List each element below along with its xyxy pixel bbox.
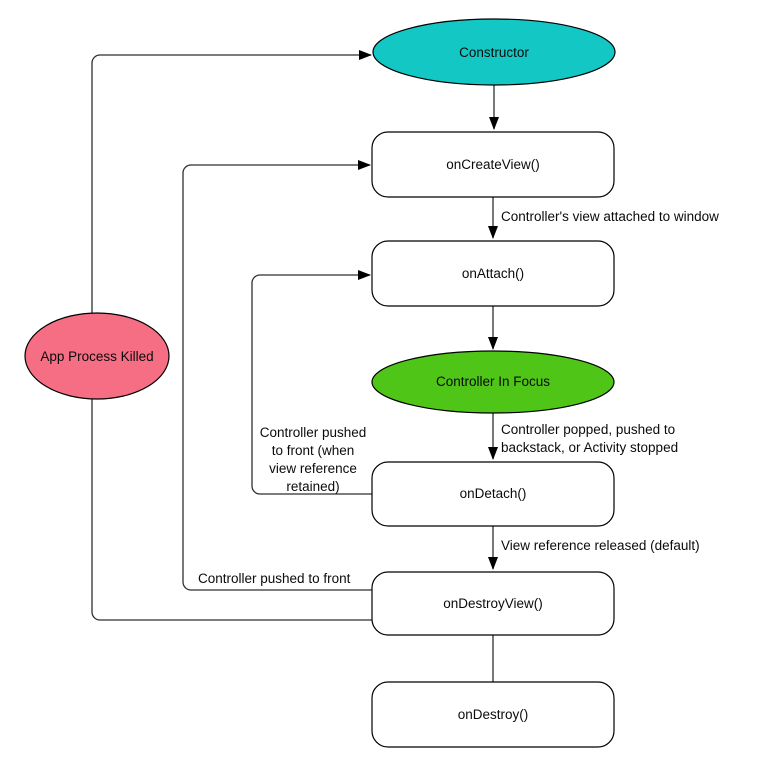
label-retained-line1: Controller pushed bbox=[260, 425, 367, 440]
label-view-attached: Controller's view attached to window bbox=[501, 209, 719, 224]
node-ondestroyview: onDestroyView() bbox=[371, 571, 615, 636]
node-constructor: Constructor bbox=[372, 18, 616, 86]
ondetach-label: onDetach() bbox=[460, 486, 527, 501]
label-retained-line4: retained) bbox=[286, 479, 339, 494]
ondestroy-label: onDestroy() bbox=[458, 707, 529, 722]
ondestroyview-label: onDestroyView() bbox=[443, 596, 543, 611]
node-onattach: onAttach() bbox=[371, 240, 615, 307]
node-oncreateview: onCreateView() bbox=[371, 131, 615, 198]
onattach-label: onAttach() bbox=[462, 266, 524, 281]
label-popped-line1: Controller popped, pushed to bbox=[501, 422, 675, 437]
label-retained-line2: to front (when bbox=[272, 443, 355, 458]
appprocesskilled-label: App Process Killed bbox=[40, 349, 153, 364]
oncreateview-label: onCreateView() bbox=[446, 157, 540, 172]
label-retained-line3: view reference bbox=[269, 461, 357, 476]
edge-labels: Controller's view attached to window Con… bbox=[198, 209, 719, 586]
ondestroy-box bbox=[371, 681, 615, 748]
ondestroyview-box bbox=[371, 571, 615, 636]
appprocesskilled-ellipse bbox=[24, 312, 170, 400]
constructor-ellipse bbox=[372, 18, 616, 86]
label-pushed-to-front: Controller pushed to front bbox=[198, 571, 351, 586]
node-appprocesskilled: App Process Killed bbox=[24, 312, 170, 400]
label-view-released: View reference released (default) bbox=[501, 538, 700, 553]
infocus-label: Controller In Focus bbox=[436, 374, 550, 389]
infocus-ellipse bbox=[371, 350, 615, 414]
oncreateview-box bbox=[371, 131, 615, 198]
ondetach-box bbox=[371, 461, 615, 527]
node-ondetach: onDetach() bbox=[371, 461, 615, 527]
edge-ondestroyview-to-oncreateview bbox=[182, 160, 372, 591]
node-infocus: Controller In Focus bbox=[371, 350, 615, 414]
constructor-label: Constructor bbox=[459, 45, 529, 60]
edge-ondetach-to-onattach-loop bbox=[251, 270, 372, 495]
node-ondestroy: onDestroy() bbox=[371, 681, 615, 748]
label-popped-line2: backstack, or Activity stopped bbox=[501, 440, 678, 455]
onattach-box bbox=[371, 240, 615, 307]
